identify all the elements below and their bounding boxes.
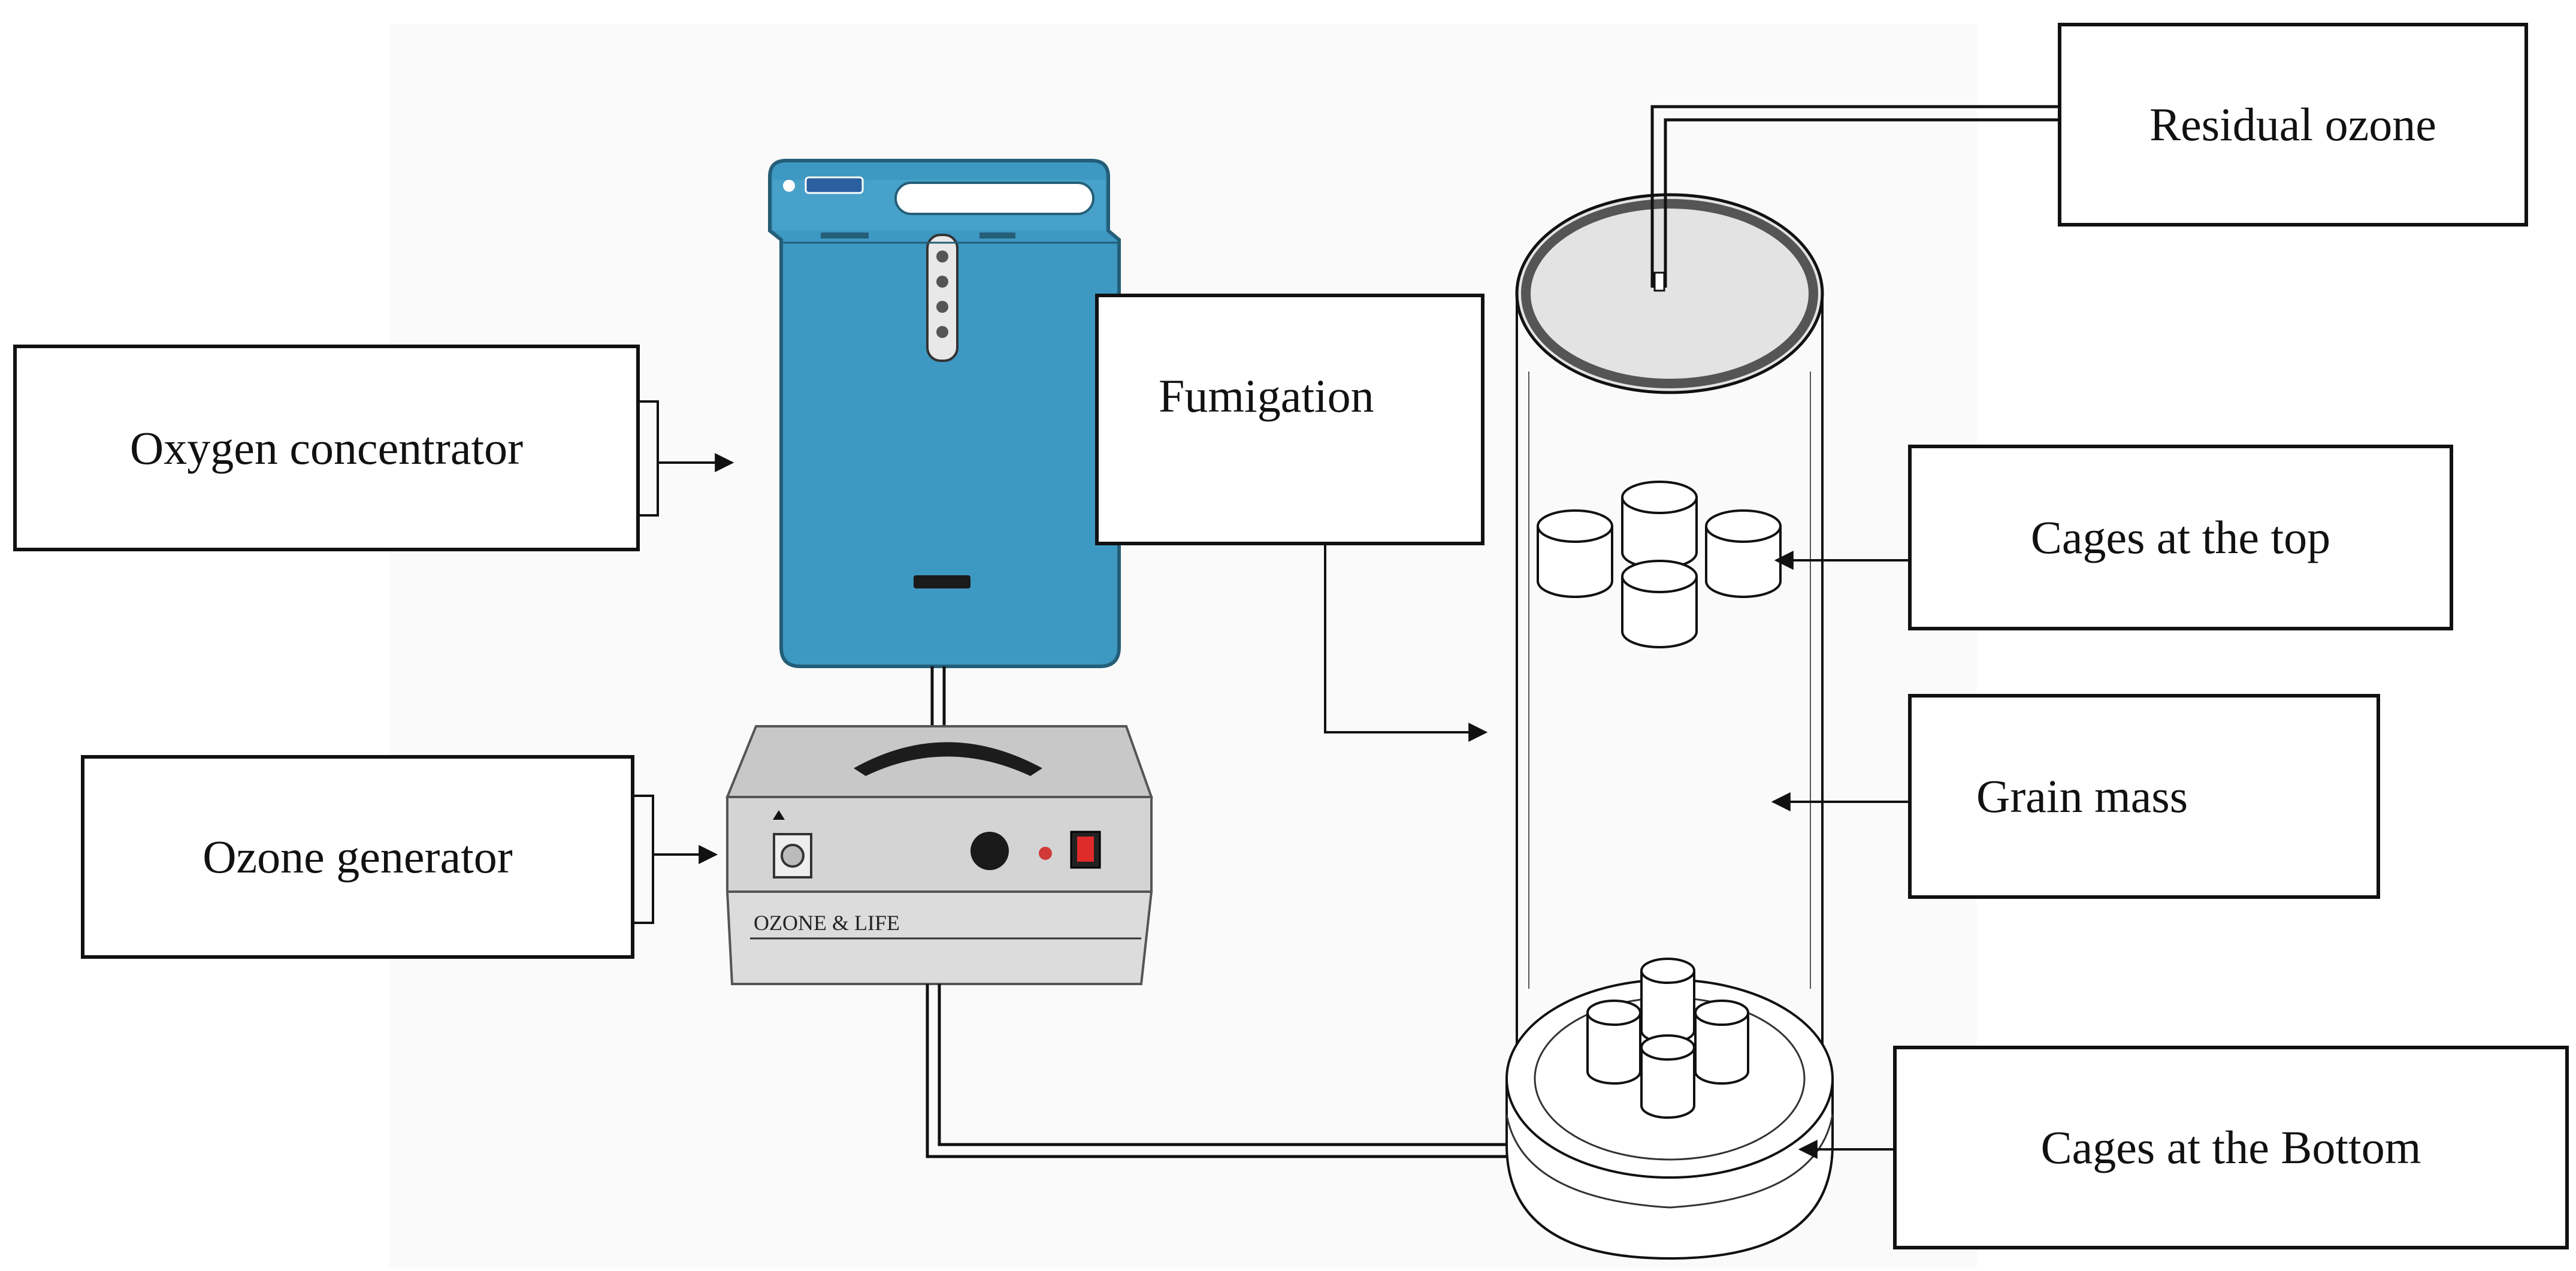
label-ozone-generator-text: Ozone generator — [202, 831, 513, 883]
tube-concentrator-to-generator — [930, 666, 946, 726]
label-cages-bottom-text: Cages at the Bottom — [2040, 1121, 2421, 1173]
ozone-generator-brand: OZONE & LIFE — [754, 911, 900, 935]
label-cages-bottom: Cages at the Bottom — [1893, 1046, 2569, 1249]
ozone-supply-tube — [926, 984, 1507, 1158]
connector-arrows — [634, 400, 1908, 1159]
label-residual-ozone-text: Residual ozone — [2149, 98, 2436, 150]
label-residual-ozone: Residual ozone — [2058, 23, 2528, 227]
fumigation-column — [1505, 193, 1834, 1260]
label-cages-top-text: Cages at the top — [2030, 511, 2331, 563]
bottom-cages — [1586, 958, 1749, 1119]
label-ozone-generator: Ozone generator — [81, 755, 634, 959]
label-grain-mass-text: Grain mass — [1976, 770, 2188, 822]
ozone-generator-device: OZONE & LIFE — [725, 725, 1153, 985]
label-cages-top: Cages at the top — [1908, 445, 2453, 630]
label-oxygen-concentrator: Oxygen concentrator — [13, 345, 640, 551]
oxygen-concentrator-device — [768, 159, 1121, 668]
label-oxygen-concentrator-text: Oxygen concentrator — [129, 421, 524, 474]
label-fumigation: Fumigation — [1095, 294, 1484, 545]
label-grain-mass: Grain mass — [1908, 694, 2380, 899]
label-fumigation-text: Fumigation — [1159, 370, 1374, 422]
residual-ozone-tube — [1650, 105, 2058, 292]
top-cages — [1537, 481, 1782, 648]
